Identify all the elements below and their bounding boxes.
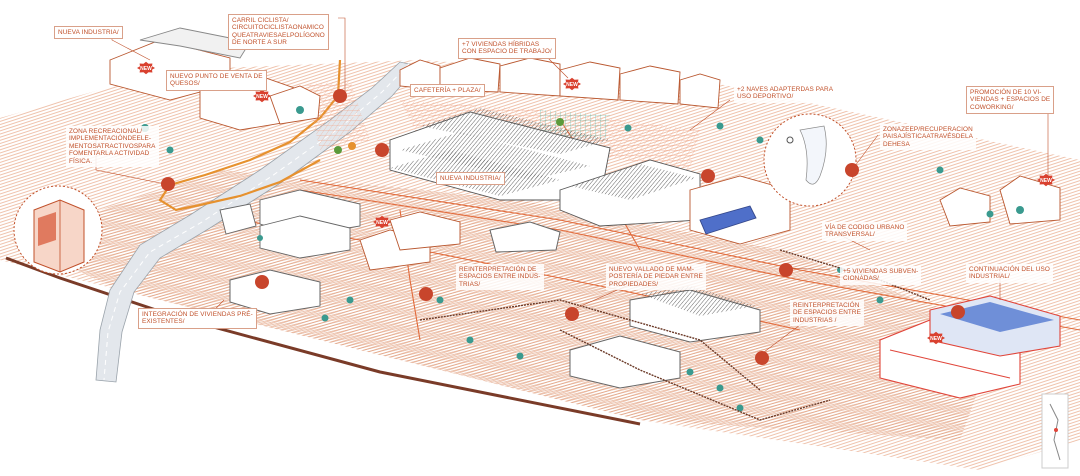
label-line: USO DEPORTIVO/ [737, 93, 794, 101]
label-nueva-industria-top: NUEVA INDUSTRIA/ [54, 26, 123, 40]
label-line: QUESOS/ [170, 80, 200, 88]
label-line: DEHESA [883, 140, 910, 148]
label-line: VIENDAS + ESPACIOS DE [970, 96, 1051, 104]
label-line: REINTERPRETACIÓN [793, 302, 860, 309]
stone-walls [419, 249, 931, 421]
label-line: INDUSTRIAS / [793, 316, 837, 324]
new-badge: NEW [563, 77, 581, 91]
label-nueva-industria-mid: NUEVA INDUSTRIA/ [436, 172, 505, 186]
middle-left-warehouses [219, 189, 361, 259]
svg-text:NEW: NEW [930, 336, 942, 342]
label-line: ZONA RECREACIONAL/ [69, 128, 143, 135]
label-line: PROPIEDADES/ [609, 280, 659, 288]
label-line: IMPLEMENTACIÓNDEELE- [69, 135, 152, 143]
label-line: TRANSVERSAL/ [825, 231, 875, 239]
label-line: PAISAJÍSTICAATRAVÉSDELA [883, 133, 974, 141]
label-line: ZONAZEEP/RECUPERACION [883, 126, 973, 133]
label-line: DE ESPACIOS ENTRE [793, 309, 861, 317]
label-line: CON ESPACIO DE TRABAJO/ [462, 48, 552, 56]
label-line: FÍSICA. [69, 157, 93, 165]
label-line: CONTINUACIÓN DEL USO [969, 266, 1050, 273]
label-line: +7 VIVIENDAS HÍBRIDAS [462, 41, 540, 48]
label-line: PROMOCIÓN DE 10 VI- [970, 89, 1042, 96]
svg-text:NEW: NEW [376, 220, 388, 226]
new-badge: NEW [253, 89, 271, 103]
label-line: QUEATRAVIESAELPOLÍGONO [232, 31, 325, 39]
label-line: INDUSTRIAL/ [969, 273, 1010, 281]
svg-text:NEW: NEW [256, 94, 268, 100]
label-zona-recreacional: ZONA RECREACIONAL/IMPLEMENTACIÓNDEELE-ME… [66, 126, 159, 168]
location-minimap [1041, 393, 1069, 469]
label-line: EXISTENTES/ [142, 318, 185, 326]
label-line: INTEGRACIÓN DE VIVIENDAS PRÉ- [142, 311, 253, 318]
label-line: FOMENTARLA ACTIVIDAD [69, 150, 150, 158]
label-promocion: PROMOCIÓN DE 10 VI-VIENDAS + ESPACIOS DE… [966, 86, 1055, 115]
label-viviendas-subvencionadas: +5 VIVIENDAS SUBVEN-CIONADAS/ [840, 266, 922, 285]
new-badges: NEW NEW NEW NEW NEW NEW [137, 61, 1055, 345]
label-integracion: INTEGRACIÓN DE VIVIENDAS PRÉ-EXISTENTES/ [138, 308, 257, 329]
label-line: VÍA DE CODIGO URBANO [825, 224, 905, 231]
detail-zoom-circle [13, 185, 103, 275]
program-markers [161, 89, 965, 365]
label-line: CARRIL CICLISTA/ [232, 17, 289, 24]
label-cafeteria: CAFETERÍA + PLAZA/ [410, 84, 485, 98]
label-line: DE NORTE A SUR [232, 39, 287, 47]
sports-halls [689, 175, 791, 245]
label-line: CIRCUITOCICLISTAONAMICO [232, 24, 324, 32]
label-line: REINTERPRETACIÓN DE [459, 266, 537, 273]
housing-clusters [359, 175, 1061, 271]
label-line: ESPACIOS ENTRE INDUS- [459, 273, 541, 281]
label-line: +2 NAVES ADAPTERDAS PARA [737, 86, 834, 93]
label-line: TRIAS/ [459, 280, 481, 288]
label-line: COWORKING/ [970, 103, 1014, 111]
svg-text:NEW: NEW [140, 66, 152, 72]
new-badge: NEW [927, 331, 945, 345]
label-line: +5 VIVIENDAS SUBVEN- [843, 268, 919, 275]
label-line: CIONADAS/ [843, 275, 880, 283]
label-line: POSTERÍA DE PIEDAR ENTRE [609, 273, 704, 281]
svg-text:NEW: NEW [1040, 178, 1052, 184]
new-badge: NEW [1037, 173, 1055, 187]
dehesa-zoom-circle [763, 113, 857, 207]
label-line: NUEVO PUNTO DE VENTA DE [170, 73, 263, 80]
new-badge: NEW [137, 61, 155, 75]
new-badge: NEW [373, 215, 391, 229]
label-vallado: NUEVO VALLADO DE MAM-POSTERÍA DE PIEDAR … [606, 264, 707, 291]
svg-text:NEW: NEW [566, 82, 578, 88]
label-line: MENTOSATRACTIVOSPARA [69, 142, 156, 150]
label-line: NUEVO VALLADO DE MAM- [609, 266, 695, 273]
